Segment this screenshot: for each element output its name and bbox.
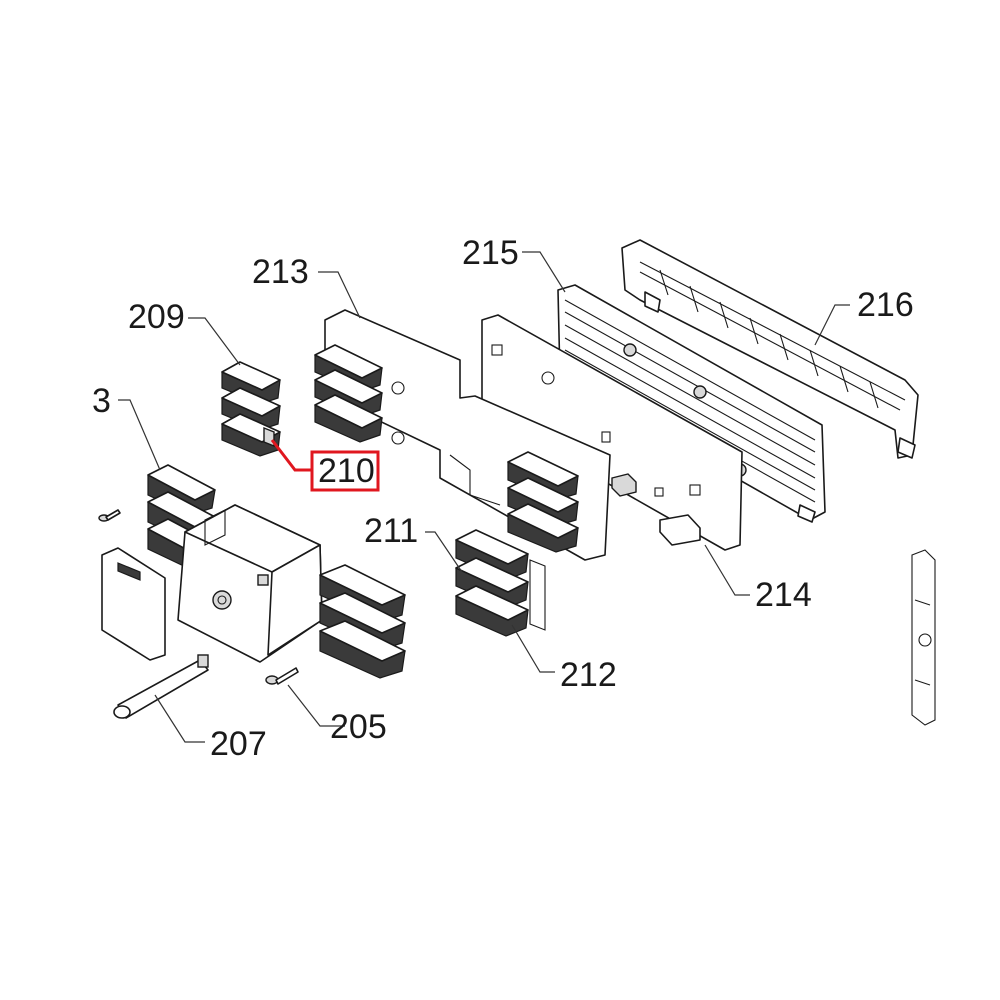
callout-211: 211	[364, 512, 418, 550]
callout-210: 210	[318, 452, 375, 490]
front-housing[interactable]	[177, 504, 323, 663]
callout-210-highlight-box	[310, 450, 380, 492]
housing-button-stack[interactable]	[319, 564, 406, 679]
leader-lines	[118, 251, 850, 743]
callout-208-partial: 3	[92, 382, 111, 420]
callout-215: 215	[462, 234, 519, 272]
part-209-button-stack[interactable]	[221, 361, 281, 457]
callout-209: 209	[128, 298, 185, 336]
part-205-screw[interactable]	[265, 667, 299, 685]
callout-216: 216	[857, 286, 914, 324]
part-211-button-set[interactable]	[455, 529, 546, 637]
callout-214: 214	[755, 576, 812, 614]
callout-205: 205	[330, 708, 387, 746]
left-cover-panel[interactable]	[101, 547, 166, 661]
right-edge-partial-part	[911, 549, 936, 726]
callout-213: 213	[252, 253, 309, 291]
part-213-switch-board[interactable]	[314, 309, 611, 561]
callout-212: 212	[560, 656, 617, 694]
part-207-rod[interactable]	[113, 654, 209, 719]
small-screw[interactable]	[98, 509, 121, 522]
callout-207: 207	[210, 725, 267, 763]
part-216-rail[interactable]	[621, 239, 919, 459]
